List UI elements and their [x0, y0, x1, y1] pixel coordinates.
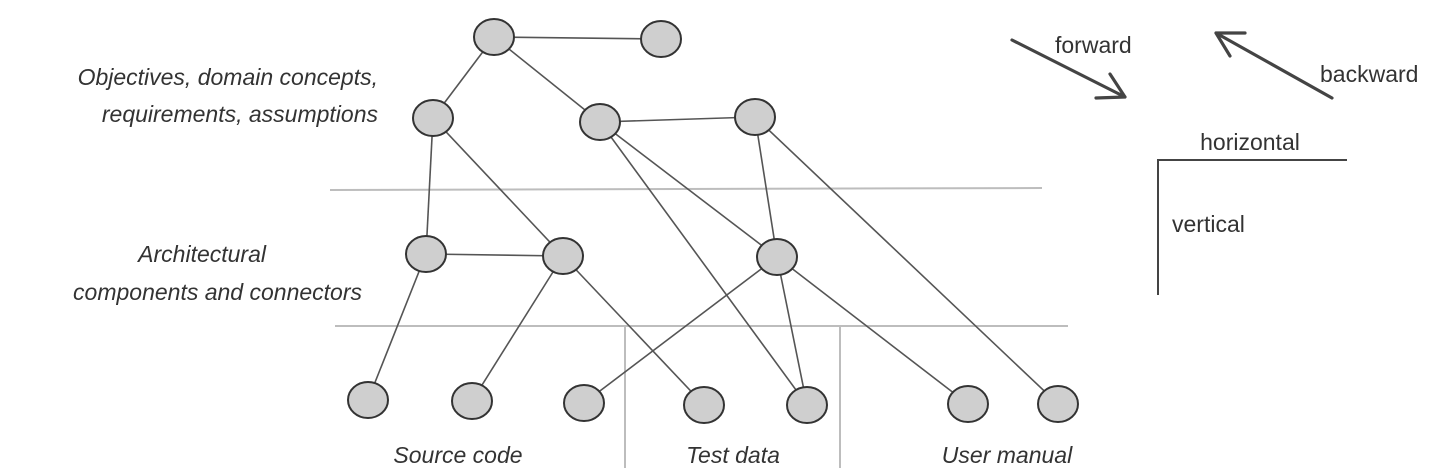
node-source-2[interactable] — [451, 382, 493, 420]
node-requirement-right[interactable] — [734, 98, 776, 136]
trace-link — [754, 116, 778, 258]
group-label-source-code: Source code — [393, 442, 522, 468]
node-manual-1[interactable] — [947, 385, 989, 423]
node-test-2[interactable] — [786, 386, 828, 424]
layer-separator-upper — [329, 187, 1043, 191]
trace-link — [754, 116, 1059, 405]
legend-forward-label: forward — [1055, 32, 1132, 58]
layer-label-architecture-line2: components and connectors — [73, 279, 362, 305]
trace-link — [367, 253, 427, 401]
trace-link — [776, 256, 969, 405]
backward-arrow-icon — [1214, 31, 1334, 100]
trace-link — [583, 256, 778, 404]
trace-link — [776, 256, 808, 406]
node-requirement-left[interactable] — [412, 99, 454, 137]
layer-label-requirements-line2: requirements, assumptions — [102, 101, 379, 127]
node-test-1[interactable] — [683, 386, 725, 424]
legend: forward backward horizontal vertical — [1010, 31, 1418, 295]
node-component-right[interactable] — [756, 238, 798, 276]
group-label-user-manual: User manual — [942, 442, 1073, 468]
trace-link — [493, 36, 662, 40]
legend-horizontal-label: horizontal — [1200, 129, 1300, 155]
artifact-nodes — [347, 18, 1079, 424]
trace-link — [599, 121, 778, 258]
group-label-test-data: Test data — [686, 442, 780, 468]
node-component-center[interactable] — [542, 237, 584, 275]
node-source-3[interactable] — [563, 384, 605, 422]
node-component-left[interactable] — [405, 235, 447, 273]
trace-link — [432, 117, 564, 257]
trace-link — [425, 117, 434, 255]
trace-link — [599, 116, 756, 123]
forward-arrow-icon — [1010, 38, 1127, 100]
trace-link — [471, 255, 564, 402]
trace-links — [367, 36, 1059, 406]
trace-link — [599, 121, 808, 406]
layer-label-architecture-line1: Architectural — [136, 241, 267, 267]
legend-vertical-label: vertical — [1172, 211, 1245, 237]
trace-link — [562, 255, 705, 406]
node-objective-root[interactable] — [473, 18, 515, 56]
node-objective-side[interactable] — [640, 20, 682, 58]
node-source-1[interactable] — [347, 381, 389, 419]
trace-link — [425, 253, 564, 257]
trace-link — [493, 36, 601, 123]
node-manual-2[interactable] — [1037, 385, 1079, 423]
layer-label-requirements-line1: Objectives, domain concepts, — [78, 64, 378, 90]
legend-backward-label: backward — [1320, 61, 1418, 87]
node-requirement-center[interactable] — [579, 103, 621, 141]
